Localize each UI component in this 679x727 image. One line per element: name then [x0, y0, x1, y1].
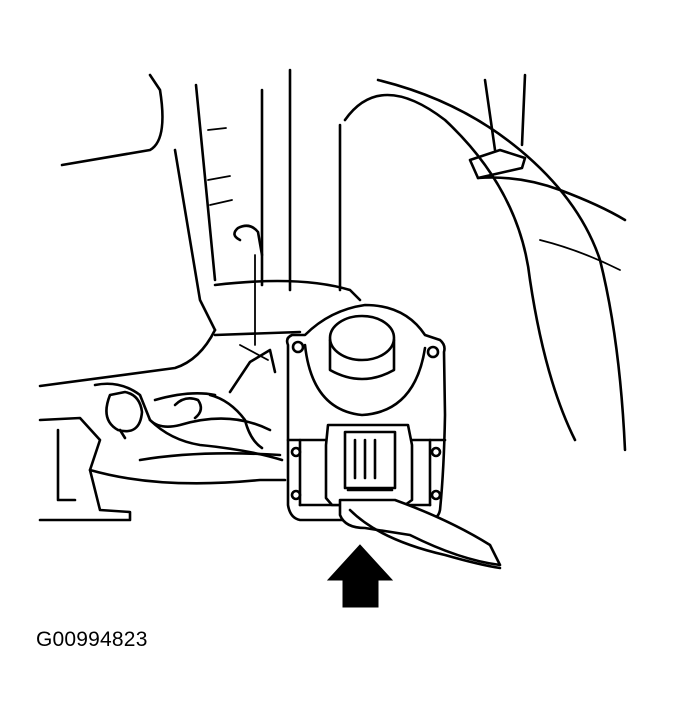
bracket: [213, 224, 362, 346]
up-arrow-icon: [326, 544, 394, 608]
wire-harness: [338, 498, 502, 570]
upper-housing: [38, 73, 302, 388]
vertical-pipe: [260, 68, 342, 292]
sensor-component: [285, 303, 447, 522]
engine-block: [38, 344, 287, 522]
figure-code-label: G00994823: [36, 628, 148, 651]
curved-hose: [343, 73, 627, 452]
